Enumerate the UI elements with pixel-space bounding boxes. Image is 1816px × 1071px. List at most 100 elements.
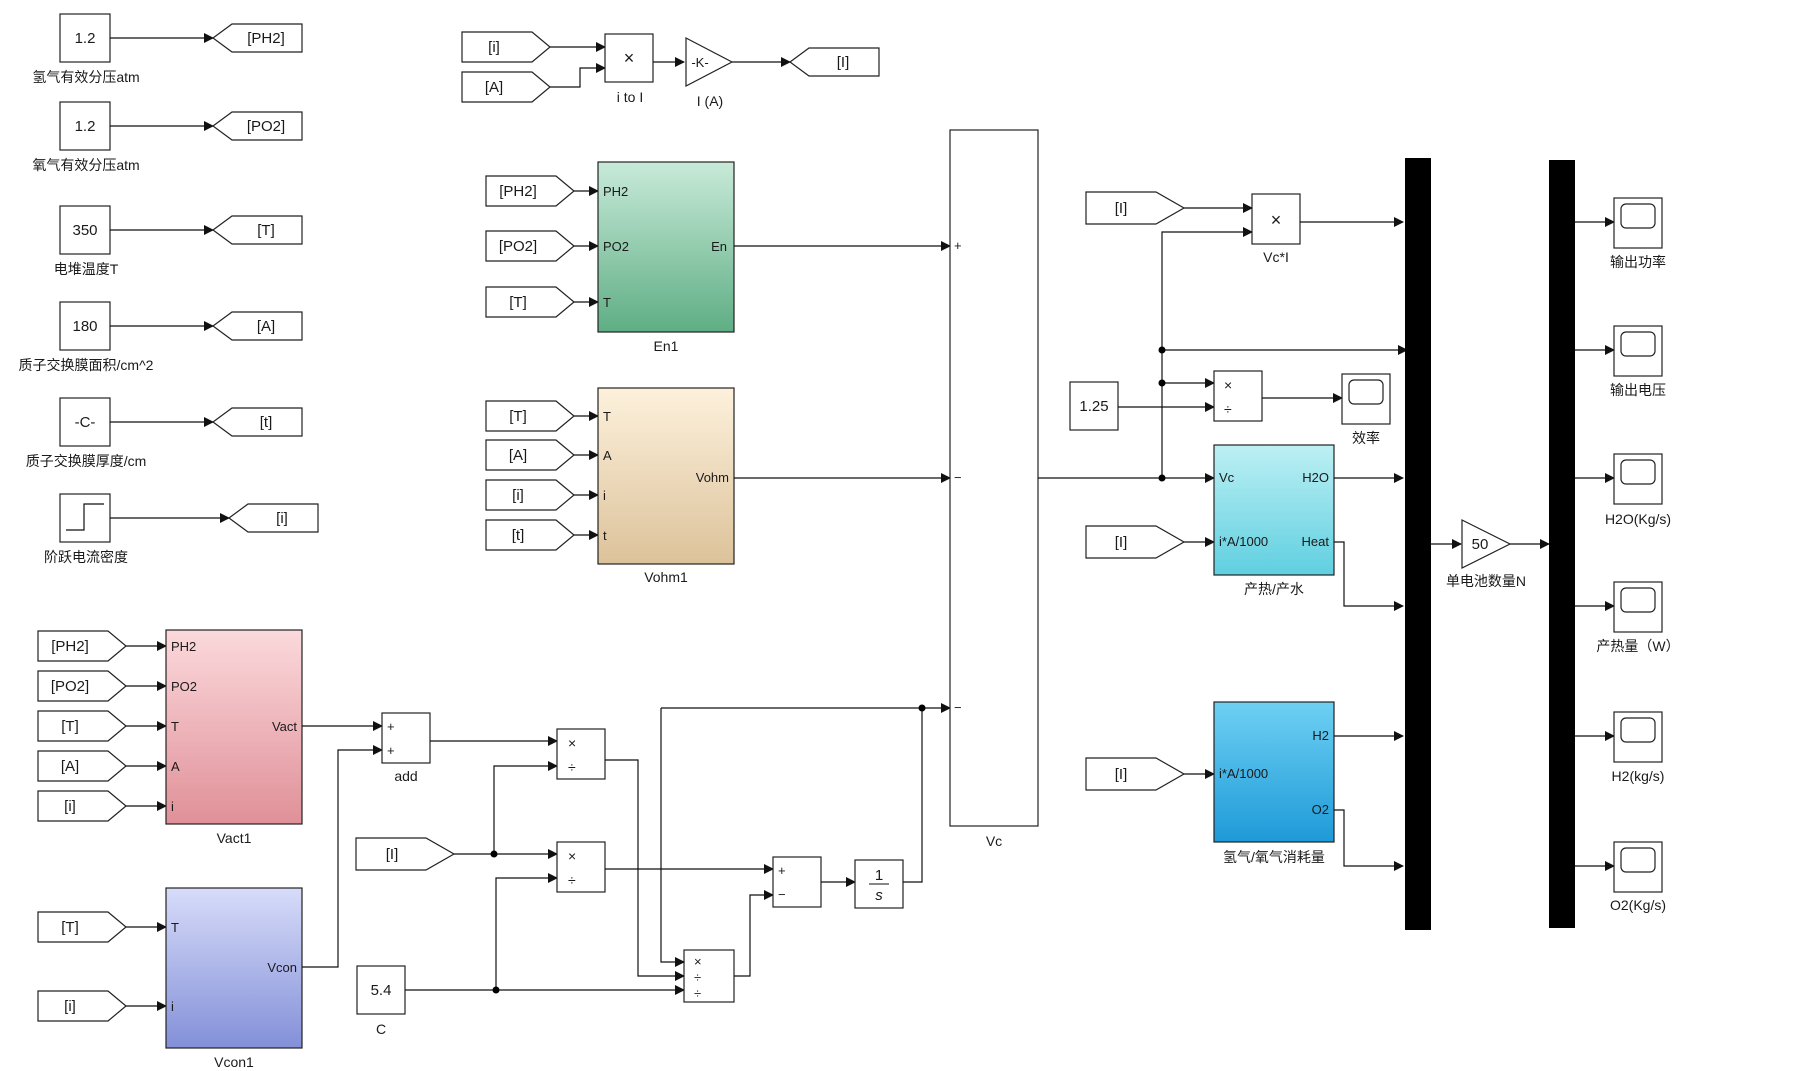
scope-o2[interactable]: O2(Kg/s) [1575, 841, 1666, 913]
from-I-heat[interactable] [1085, 525, 1186, 559]
sum-block[interactable] [772, 856, 822, 908]
goto-temp[interactable] [211, 215, 303, 245]
add-block[interactable] [381, 712, 431, 764]
vc-i-product[interactable] [1251, 193, 1301, 245]
vc-sum-block[interactable] [949, 129, 1039, 827]
source-thickness[interactable]: -C- 质子交换膜厚度/cm [t] [26, 397, 303, 469]
goto-I[interactable] [788, 47, 880, 77]
product-sign: × [624, 48, 635, 68]
from-I-heat-label: [I] [1115, 534, 1128, 551]
const-125-value: 1.25 [1079, 398, 1108, 415]
from-A[interactable] [461, 71, 551, 103]
gas-port-current: i*A/1000 [1219, 766, 1268, 781]
gain-I-value: -K- [691, 55, 708, 70]
scope-o2-label: O2(Kg/s) [1610, 897, 1666, 913]
source-ph2-value: 1.2 [75, 30, 96, 47]
from-i-label: [i] [488, 39, 500, 56]
from-t-con[interactable] [37, 911, 127, 943]
en1-label: En1 [654, 338, 679, 354]
heat-water-block[interactable] [1213, 444, 1335, 576]
mux-bar[interactable] [1405, 158, 1431, 930]
vc-i-label: Vc*I [1263, 249, 1289, 265]
vohm1-port-i: i [603, 488, 606, 503]
from-i-con[interactable] [37, 990, 127, 1022]
from-t-con-label: [T] [61, 919, 79, 936]
from-a-ohm[interactable] [485, 439, 575, 471]
heat-port-heat: Heat [1302, 534, 1330, 549]
eff-div: ÷ [1224, 401, 1232, 417]
en1-section: [PH2] [PO2] [T] PH2 PO2 T En En1 [485, 161, 735, 354]
vc-label: Vc [986, 833, 1002, 849]
gas-consumption-label: 氢气/氧气消耗量 [1223, 849, 1325, 865]
scope-voltage[interactable]: 输出电压 [1575, 325, 1666, 398]
vact1-block[interactable] [165, 629, 303, 825]
goto-po2[interactable] [211, 111, 303, 141]
source-temp-value: 350 [72, 222, 97, 239]
from-ph2-act[interactable] [37, 630, 127, 662]
div-block-1[interactable] [556, 728, 606, 780]
scope-efficiency-label: 效率 [1352, 430, 1380, 446]
div-block-2[interactable] [556, 841, 606, 893]
from-t-en[interactable] [485, 286, 575, 318]
goto-thickness[interactable] [211, 407, 303, 437]
from-I-conc[interactable] [355, 837, 456, 871]
source-ph2[interactable]: 1.2 氢气有效分压atm [PH2] [32, 13, 303, 85]
gain-I[interactable] [685, 37, 734, 87]
scope-h2o[interactable]: H2O(Kg/s) [1575, 453, 1671, 527]
const-c-block[interactable] [356, 965, 406, 1015]
div3-mul: × [694, 954, 702, 969]
from-tt-ohm[interactable] [485, 519, 575, 551]
from-t-ohm[interactable] [485, 400, 575, 432]
vact1-port-po2: PO2 [171, 679, 197, 694]
en1-block[interactable] [597, 161, 735, 333]
vcon1-port-t: T [171, 920, 179, 935]
from-po2-en[interactable] [485, 230, 575, 262]
from-a-act[interactable] [37, 750, 127, 782]
from-I-gas[interactable] [1085, 757, 1186, 791]
const-c-label: C [376, 1021, 386, 1037]
efficiency-divide[interactable] [1213, 370, 1263, 422]
from-po2-act[interactable] [37, 670, 127, 702]
demux-bar[interactable] [1549, 160, 1575, 928]
scope-heat[interactable]: 产热量（W） [1575, 581, 1680, 654]
vohm1-port-a: A [603, 448, 612, 463]
right-section: [I] × Vc*I 1.25 × ÷ 效率 [I] Vc i*A/1000 H… [1069, 158, 1575, 930]
add-label: add [394, 768, 417, 784]
vcon1-port-i: i [171, 999, 174, 1014]
from-i-ohm[interactable] [485, 479, 575, 511]
from-I-conc-label: [I] [386, 846, 399, 863]
from-I-power[interactable] [1085, 191, 1186, 225]
vc-sign-3: − [954, 700, 962, 715]
vc-section: + − − Vc [734, 129, 1215, 849]
div-block-3[interactable] [683, 949, 735, 1003]
from-t-act[interactable] [37, 710, 127, 742]
i-to-I-product[interactable] [604, 33, 654, 83]
source-temp[interactable]: 350 电堆温度T [T] [54, 205, 303, 277]
add-sign-2: + [387, 743, 395, 758]
from-i-act[interactable] [37, 790, 127, 822]
gain-n-value: 50 [1472, 536, 1489, 553]
goto-area[interactable] [211, 311, 303, 341]
div2-div: ÷ [568, 872, 576, 888]
vohm1-port-tt: t [603, 528, 607, 543]
const-125[interactable] [1069, 381, 1119, 431]
source-area[interactable]: 180 质子交换膜面积/cm^2 [A] [19, 301, 303, 373]
vohm1-block[interactable] [597, 387, 735, 565]
vcon1-block[interactable] [165, 887, 303, 1049]
scope-h2[interactable]: H2(kg/s) [1575, 711, 1664, 784]
goto-step[interactable] [227, 503, 319, 533]
vact1-section: [PH2] [PO2] [T] [A] [i] PH2 PO2 T A i Va… [37, 629, 303, 846]
from-ph2-en[interactable] [485, 175, 575, 207]
source-po2[interactable]: 1.2 氧气有效分压atm [PO2] [32, 101, 303, 173]
vcon1-port-vcon: Vcon [267, 960, 297, 975]
div3-div-2: ÷ [694, 986, 701, 1001]
source-step[interactable]: 阶跃电流密度 [i] [44, 493, 319, 565]
gas-consumption-block[interactable] [1213, 701, 1335, 843]
from-i[interactable] [461, 31, 551, 63]
scope-power[interactable]: 输出功率 [1575, 197, 1666, 270]
scope-heat-label: 产热量（W） [1596, 638, 1679, 654]
goto-ph2[interactable] [211, 23, 303, 53]
en1-port-ph2: PH2 [603, 184, 628, 199]
gain-n[interactable] [1461, 519, 1512, 569]
vc-sign-2: − [954, 470, 962, 485]
